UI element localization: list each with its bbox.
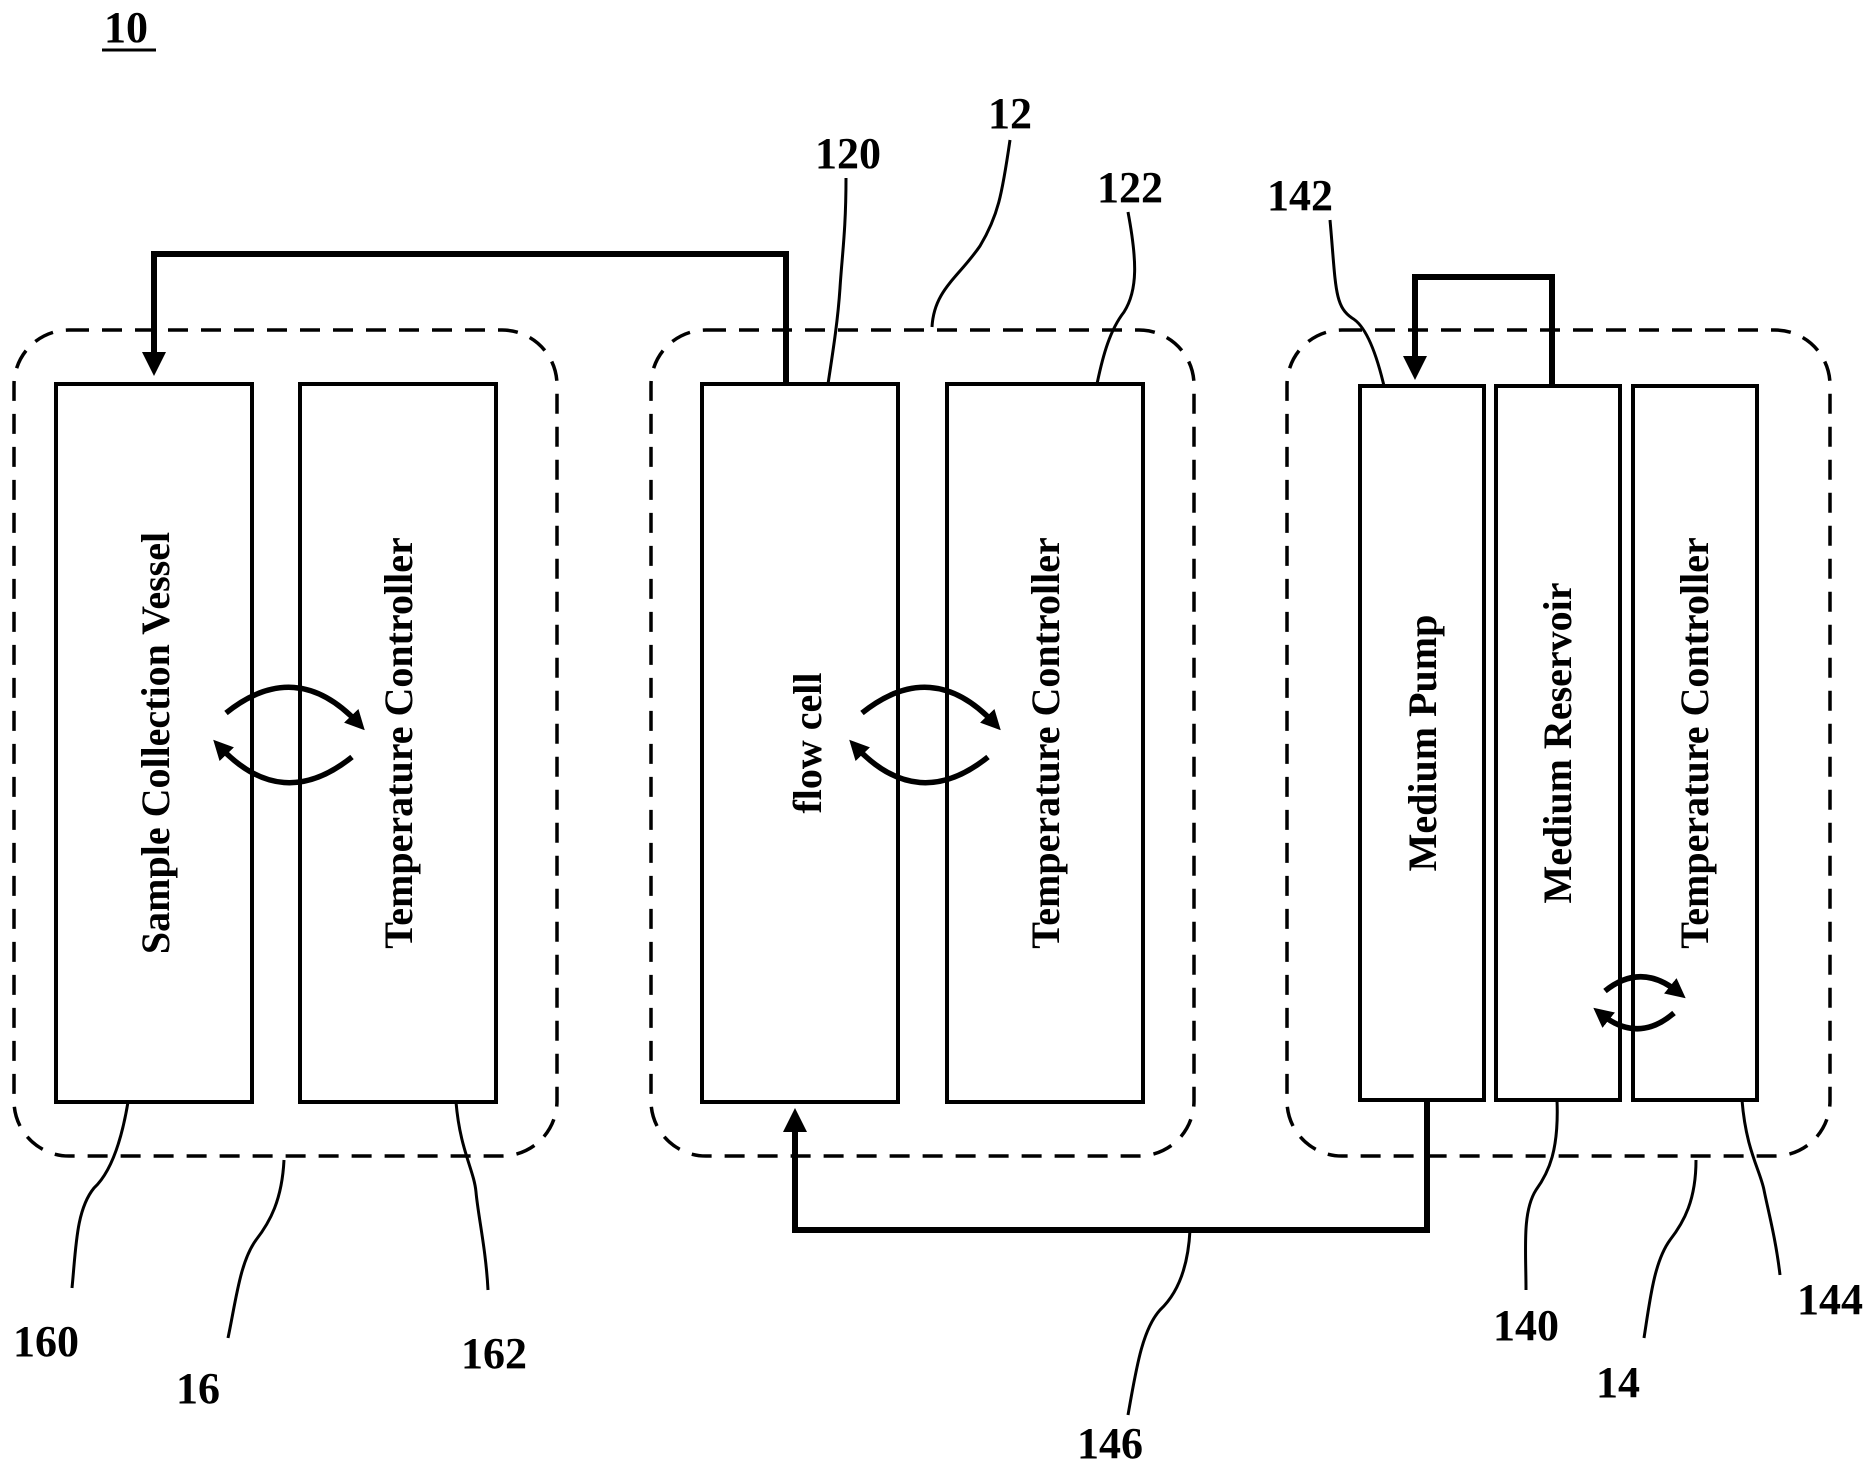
leader-14 [1644, 1160, 1696, 1338]
flow-to-collection-pipe [154, 254, 786, 384]
ref-12: 12 [988, 89, 1032, 138]
leader-142 [1330, 220, 1384, 386]
figure-number: 10 [104, 3, 148, 52]
ref-16: 16 [176, 1364, 220, 1413]
ref-142: 142 [1267, 171, 1333, 220]
ref-146: 146 [1077, 1419, 1143, 1466]
medium-temperature-controller-label: Temperature Controller [1672, 537, 1717, 948]
collection-temperature-controller-label: Temperature Controller [376, 537, 421, 948]
ref-144: 144 [1797, 1275, 1863, 1324]
ref-120: 120 [815, 129, 881, 178]
leader-16 [228, 1160, 284, 1338]
leader-122 [1097, 212, 1135, 384]
leader-160 [72, 1102, 128, 1288]
pump-to-flow-cell-pipe [795, 1100, 1427, 1230]
medium-pump-label: Medium Pump [1400, 615, 1445, 872]
ref-14: 14 [1596, 1358, 1640, 1407]
ref-162: 162 [461, 1329, 527, 1378]
leader-12 [932, 140, 1010, 327]
ref-140: 140 [1493, 1301, 1559, 1350]
leader-146 [1128, 1230, 1190, 1415]
leader-162 [456, 1102, 488, 1290]
flow-temperature-controller-label: Temperature Controller [1023, 537, 1068, 948]
medium-reservoir-label: Medium Reservoir [1535, 582, 1580, 903]
sample-collection-vessel-label: Sample Collection Vessel [133, 532, 178, 954]
ref-160: 160 [13, 1317, 79, 1366]
ref-122: 122 [1097, 163, 1163, 212]
leader-120 [828, 178, 846, 384]
leader-144 [1742, 1100, 1780, 1275]
leader-140 [1525, 1100, 1557, 1290]
flow-cell-label: flow cell [785, 672, 830, 813]
